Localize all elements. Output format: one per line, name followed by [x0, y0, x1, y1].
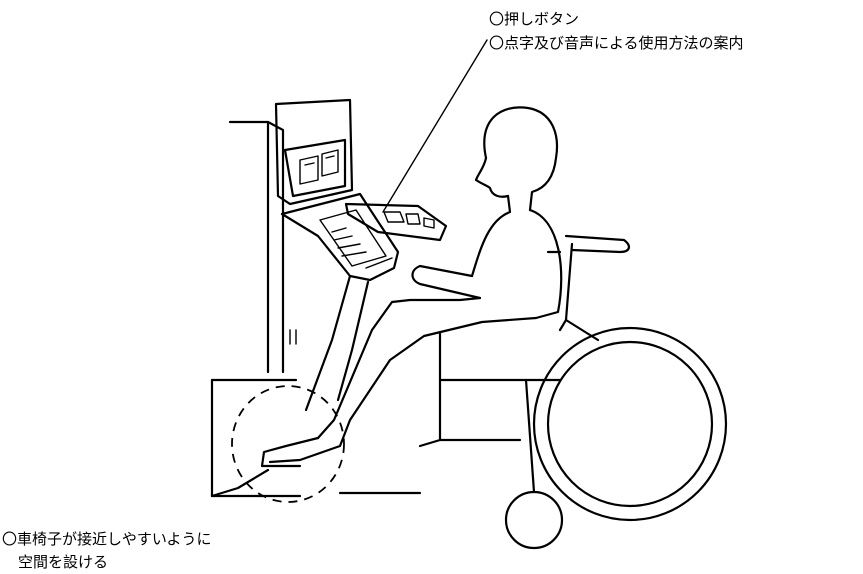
caster-wheel: [504, 490, 564, 550]
annotation-push-button: 〇押しボタン: [489, 10, 580, 28]
large-wheel: [532, 326, 728, 522]
annotation-top: 〇押しボタン 〇点字及び音声による使用方法の案内: [489, 8, 744, 54]
annotation-provide-space: 空間を設ける: [18, 553, 109, 571]
leader-line: [382, 39, 488, 213]
wheelchair: [418, 234, 728, 550]
annotation-wheelchair-access: 〇車椅子が接近しやすいように: [2, 530, 212, 548]
annotation-braille-voice-guide: 〇点字及び音声による使用方法の案内: [489, 34, 744, 52]
clearance-space-circle: [231, 385, 345, 503]
wheel-rim: [546, 340, 714, 508]
seated-person: [260, 106, 563, 468]
kiosk-machine: [210, 98, 448, 498]
annotation-bottom: 〇車椅子が接近しやすいように 空間を設ける: [2, 528, 212, 573]
